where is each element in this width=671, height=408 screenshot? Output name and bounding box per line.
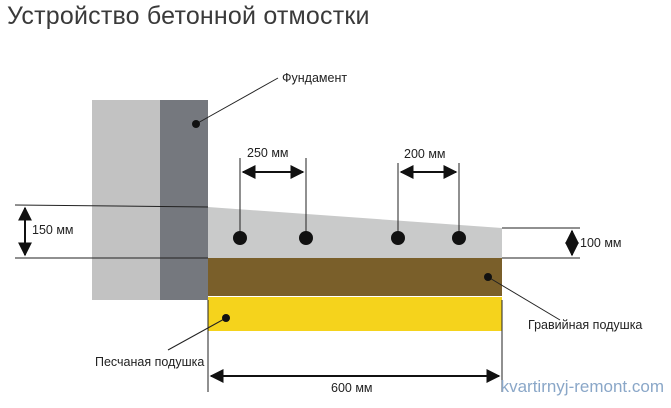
- label-200: 200 мм: [404, 147, 446, 161]
- ext-line-150-top: [14, 204, 209, 208]
- rebar-1: [233, 231, 247, 245]
- label-gravel: Гравийная подушка: [528, 318, 643, 332]
- concrete-slab: [208, 207, 502, 258]
- sand-layer: [208, 297, 502, 331]
- label-foundation: Фундамент: [282, 71, 348, 85]
- label-sand: Песчаная подушка: [95, 355, 205, 369]
- page-title: Устройство бетонной отмостки: [7, 2, 370, 30]
- leader-sand-dot: [222, 314, 230, 322]
- wall-dark: [160, 100, 208, 300]
- rebar-2: [299, 231, 313, 245]
- rebar-4: [452, 231, 466, 245]
- leader-gravel: [487, 276, 561, 321]
- wall-light: [92, 100, 160, 300]
- label-600: 600 мм: [331, 381, 373, 395]
- label-250: 250 мм: [247, 146, 289, 160]
- leader-foundation: [195, 77, 279, 125]
- watermark: kvartirnyj-remont.com: [500, 377, 664, 396]
- leader-sand: [167, 317, 227, 351]
- label-150: 150 мм: [32, 223, 74, 237]
- leader-gravel-dot: [484, 273, 492, 281]
- rebar-3: [391, 231, 405, 245]
- leader-foundation-dot: [192, 120, 200, 128]
- gravel-layer: [208, 258, 502, 296]
- label-100: 100 мм: [580, 236, 622, 250]
